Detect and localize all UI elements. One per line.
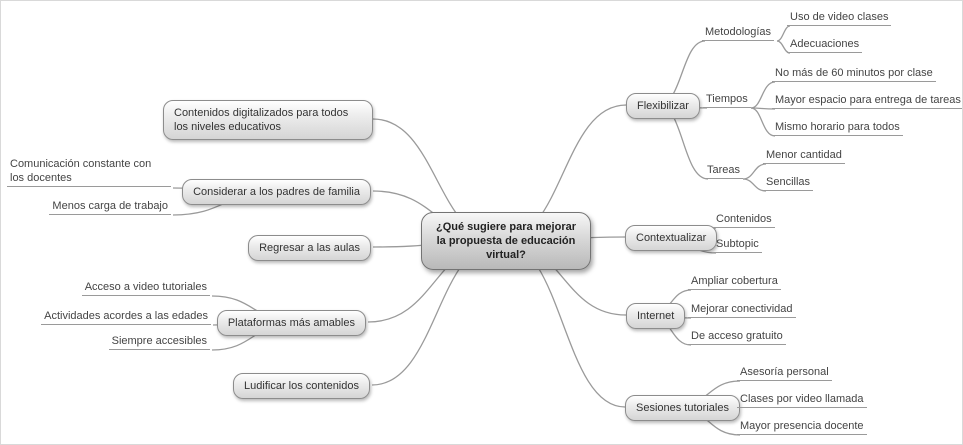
node-menor-cantidad[interactable]: Menor cantidad bbox=[763, 148, 845, 164]
node-asesoria-personal[interactable]: Asesoría personal bbox=[737, 365, 832, 381]
node-contextualizar[interactable]: Contextualizar bbox=[625, 225, 718, 251]
node-actividades-edades[interactable]: Actividades acordes a las edades bbox=[41, 309, 211, 325]
node-flexibilizar[interactable]: Flexibilizar bbox=[626, 93, 700, 119]
node-internet[interactable]: Internet bbox=[626, 303, 686, 329]
node-tareas[interactable]: Tareas bbox=[704, 163, 744, 179]
node-regresar-aulas[interactable]: Regresar a las aulas bbox=[248, 235, 371, 261]
central-topic[interactable]: ¿Qué sugiere para mejorar la propuesta d… bbox=[421, 212, 591, 270]
connector bbox=[750, 81, 776, 109]
node-tiempos[interactable]: Tiempos bbox=[703, 92, 751, 108]
node-acceso-video-tutoriales[interactable]: Acceso a video tutoriales bbox=[81, 280, 210, 296]
node-plataformas-amables[interactable]: Plataformas más amables bbox=[216, 310, 366, 336]
node-metodologias[interactable]: Metodologías bbox=[702, 25, 775, 41]
node-comunicacion-docentes[interactable]: Comunicación constante con los docentes bbox=[7, 157, 171, 187]
connector bbox=[742, 163, 767, 180]
node-siempre-accesibles[interactable]: Siempre accesibles bbox=[108, 334, 210, 350]
node-uso-video-clases[interactable]: Uso de video clases bbox=[787, 10, 892, 26]
node-sesiones-tutoriales[interactable]: Sesiones tutoriales bbox=[625, 395, 740, 421]
node-ampliar-cobertura[interactable]: Ampliar cobertura bbox=[688, 274, 781, 290]
node-subtopic[interactable]: Subtopic bbox=[713, 237, 762, 253]
node-mismo-horario[interactable]: Mismo horario para todos bbox=[772, 120, 903, 136]
node-no-mas-60-minutos[interactable]: No más de 60 minutos por clase bbox=[772, 66, 936, 82]
node-menos-carga[interactable]: Menos carga de trabajo bbox=[49, 199, 171, 215]
node-adecuaciones[interactable]: Adecuaciones bbox=[787, 37, 863, 53]
node-considerar-padres[interactable]: Considerar a los padres de familia bbox=[182, 179, 371, 205]
node-mejorar-conectividad[interactable]: Mejorar conectividad bbox=[688, 302, 796, 318]
node-de-acceso-gratuito[interactable]: De acceso gratuito bbox=[688, 329, 786, 345]
node-sencillas[interactable]: Sencillas bbox=[763, 175, 814, 191]
connector bbox=[776, 25, 791, 42]
node-contenidos[interactable]: Contenidos bbox=[713, 212, 775, 228]
node-mayor-presencia-docente[interactable]: Mayor presencia docente bbox=[737, 419, 867, 435]
node-contenidos-digitalizados[interactable]: Contenidos digitalizados para todos los … bbox=[163, 100, 373, 140]
node-clases-video-llamada[interactable]: Clases por video llamada bbox=[737, 392, 867, 408]
node-mayor-espacio-tareas[interactable]: Mayor espacio para entrega de tareas bbox=[772, 93, 962, 109]
node-ludificar-contenidos[interactable]: Ludificar los contenidos bbox=[233, 373, 370, 399]
